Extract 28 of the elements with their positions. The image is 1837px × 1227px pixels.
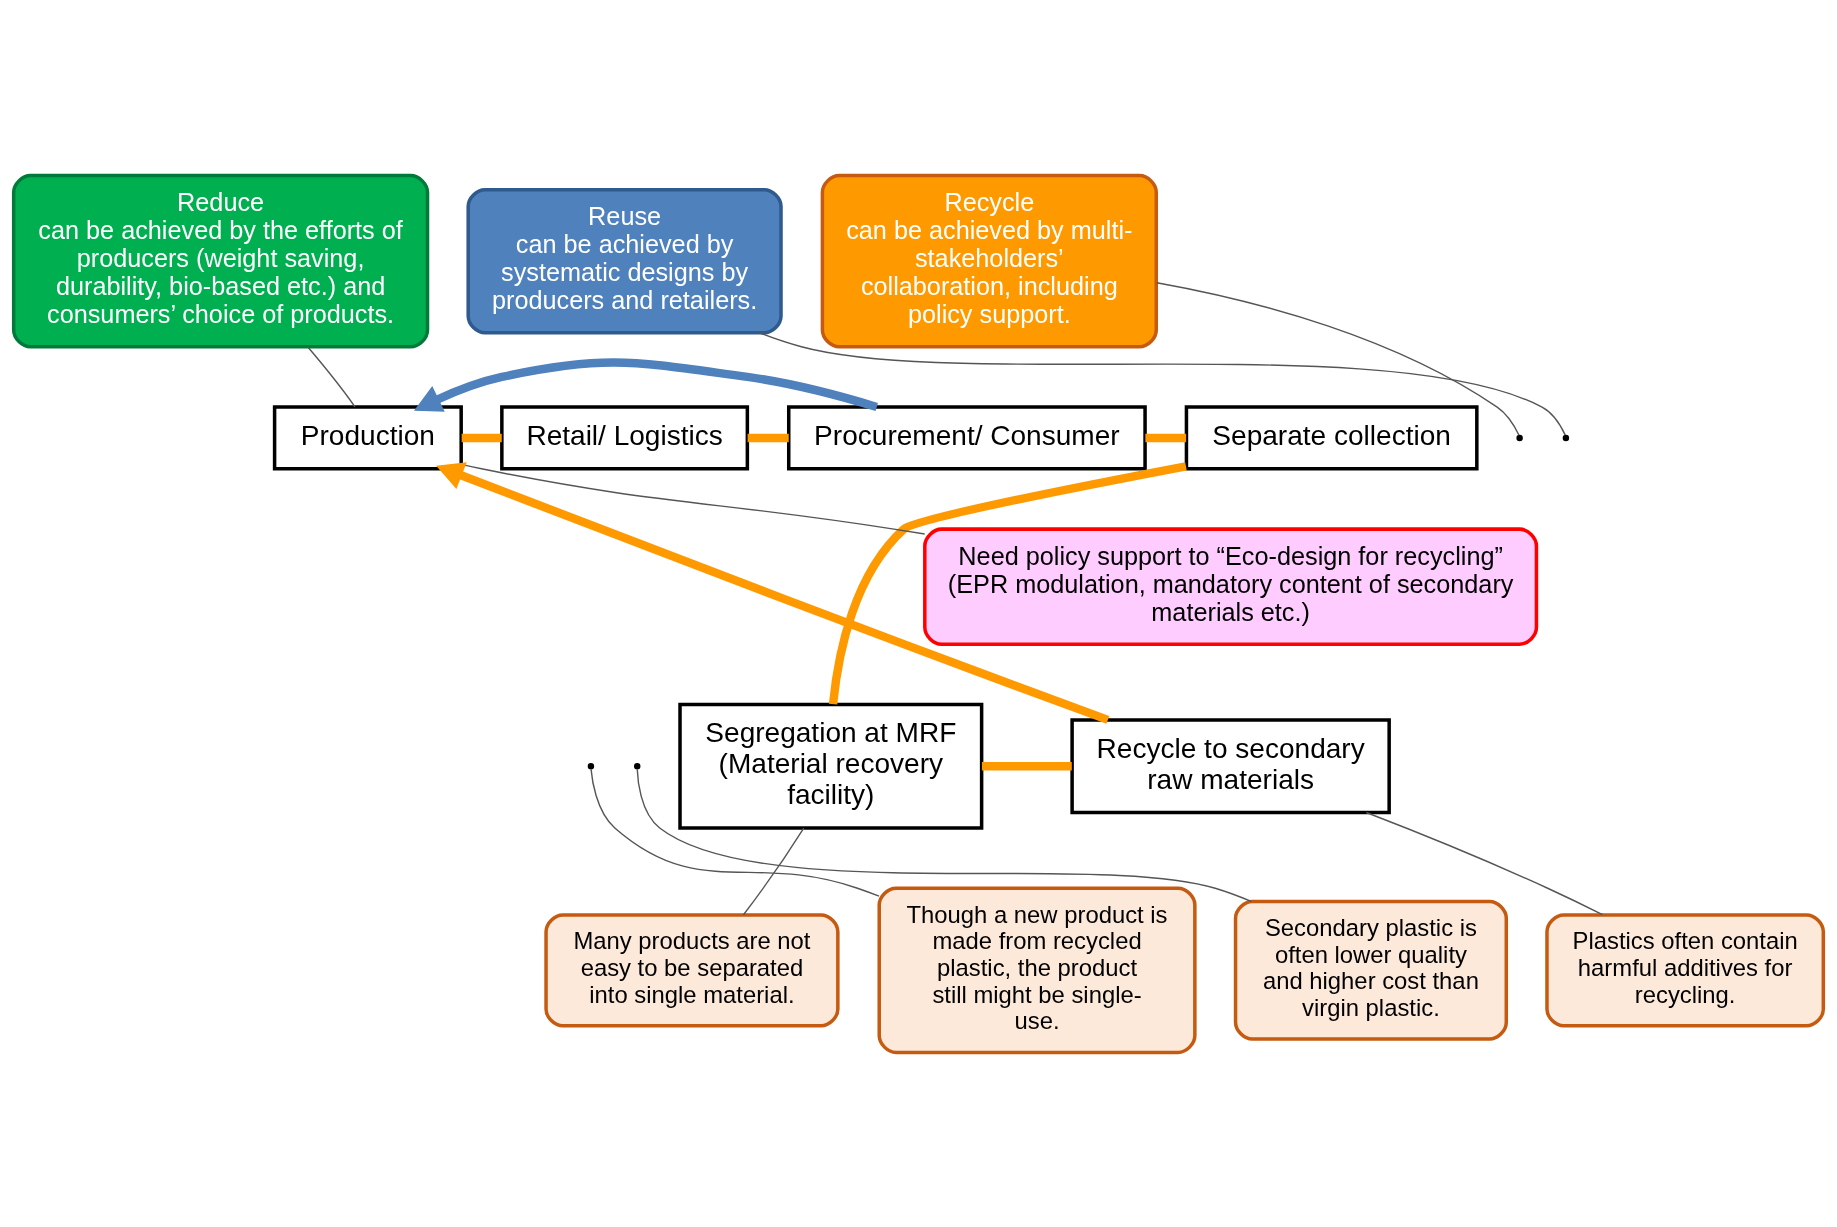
connector [1156, 281, 1520, 436]
connector [590, 768, 880, 897]
node-box: Separate collection [1184, 404, 1479, 471]
connector [747, 433, 789, 442]
connector [1365, 811, 1604, 915]
connector [742, 826, 805, 915]
node-box: Though a new product is made from recycled plastic, the product still might be single-use. [877, 886, 1197, 1054]
node-box: Recycle can be achieved by multi-stakeholders’ collaboration, including policy support. [820, 173, 1159, 348]
connector [828, 461, 1187, 705]
connector [307, 345, 356, 407]
node-box: Secondary plastic is often lower quality and higher cost than virgin plastic. [1233, 899, 1509, 1041]
connector [758, 331, 1566, 436]
node-box: Retail/ Logistics [500, 404, 750, 471]
arrow [436, 461, 1110, 724]
node-box: Reduce can be achieved by the efforts of producers (weight saving, durability, bio-based etc.) and consumers’ choice of products. [11, 173, 430, 348]
node-box: Reuse can be achieved by systematic designs by producers and retailers. [466, 187, 783, 334]
connector [981, 761, 1072, 770]
node-box: Recycle to secondary raw materials [1070, 717, 1391, 814]
node-box: Many products are not easy to be separated into single material. [544, 912, 840, 1027]
connector [461, 433, 502, 442]
arrow [413, 357, 878, 412]
node-box: Need policy support to “Eco-design for recycling” (EPR modulation, mandatory content of secondary materials etc.) [923, 526, 1539, 646]
connector [1145, 433, 1187, 442]
node-box: Procurement/ Consumer [787, 404, 1147, 471]
connector [636, 768, 1252, 902]
node-box: Production [272, 404, 463, 471]
node-box: Plastics often contain harmful additives for recycling. [1545, 912, 1826, 1027]
node-box: Segregation at MRF (Material recovery facility) [678, 702, 984, 830]
